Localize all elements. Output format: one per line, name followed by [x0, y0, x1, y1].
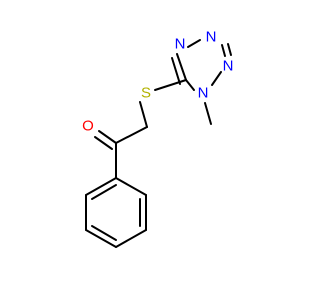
bond-c5-n4-double [171, 57, 181, 85]
bond-ph-3 [115, 229, 147, 248]
bond-n4-n3 [187, 39, 201, 48]
molecule-canvas: N N N N S O [82, 28, 234, 248]
atom-sulfur: S [141, 85, 151, 102]
atom-nitrogen-n3: N [206, 29, 217, 46]
bond-n3-n2-double [227, 43, 232, 56]
molecule-structure: N N N N S O [82, 29, 234, 248]
bond-c5-s [154, 79, 187, 91]
bond-n3-n2 [221, 44, 226, 57]
bond-ph-4-double [91, 225, 117, 241]
bond-carbonyl-o-double [94, 136, 113, 150]
bond-c5-n4 [176, 53, 187, 81]
atom-oxygen: O [82, 118, 94, 135]
atom-nitrogen-n4: N [175, 36, 186, 53]
atom-nitrogen-n2: N [223, 58, 234, 75]
bond-n1-c5 [185, 79, 195, 91]
bond-n1-methyl [204, 102, 212, 125]
bond-ph-6-double [91, 184, 117, 200]
bonds [85, 39, 232, 248]
bond-carbonyl-o [98, 130, 117, 144]
bond-ph-6 [85, 177, 117, 196]
atom-nitrogen-n1: N [198, 85, 209, 102]
bond-ph-4 [85, 229, 117, 248]
bond-n2-n1 [211, 71, 222, 86]
bond-s-ch2 [139, 101, 148, 128]
bond-ch2-carbonyl [115, 126, 148, 144]
bond-ph-1 [115, 177, 147, 196]
